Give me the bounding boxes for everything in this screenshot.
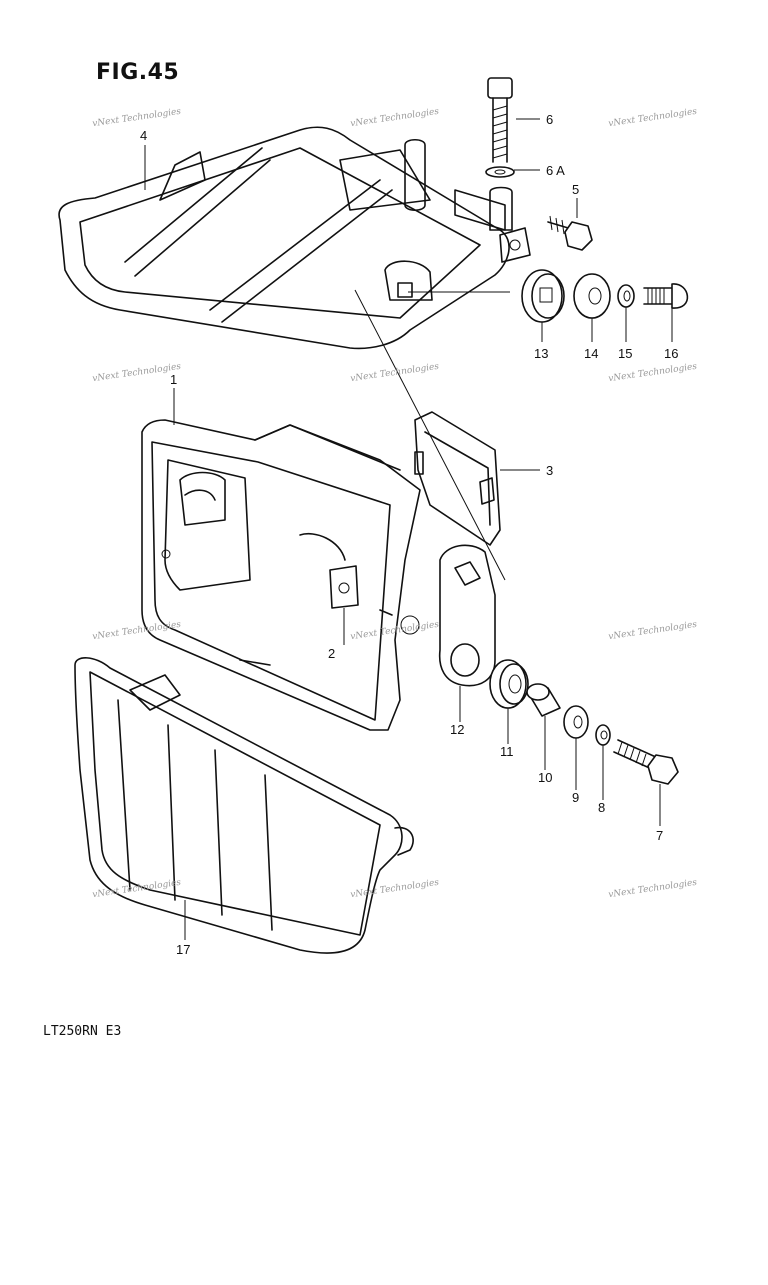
leader-lines (144, 118, 673, 940)
callout-7: 7 (656, 828, 663, 843)
callout-13: 13 (534, 346, 548, 361)
callout-15: 15 (618, 346, 632, 361)
callout-1: 1 (170, 372, 177, 387)
grommet-11 (489, 659, 529, 709)
callout-10: 10 (538, 770, 552, 785)
bolt-7 (613, 739, 679, 785)
callout-11: 11 (500, 744, 514, 759)
washer-14 (573, 273, 611, 319)
callout-6: 6 (546, 112, 553, 127)
bracket-plate-12 (438, 544, 496, 687)
figure-title: FIG.45 (96, 60, 180, 85)
callout-9: 9 (572, 790, 579, 805)
bolt-16 (643, 283, 689, 309)
lock-washer-15 (617, 284, 635, 308)
callout-16: 16 (664, 346, 678, 361)
headlight-housing (141, 419, 421, 731)
assembly-line (354, 289, 510, 581)
callout-3: 3 (546, 463, 553, 478)
callout-4: 4 (140, 128, 147, 143)
collar-10 (526, 683, 561, 717)
callout-2: 2 (328, 646, 335, 661)
washer-9 (563, 705, 589, 739)
model-code: LT250RN E3 (43, 1024, 122, 1039)
callout-8: 8 (598, 800, 605, 815)
bolt-6 (487, 77, 513, 163)
grommet-13 (521, 269, 565, 323)
washer-6a (485, 166, 515, 178)
callout-6a: 6 A (546, 163, 565, 178)
front-guard-upper (58, 126, 531, 350)
callout-17: 17 (176, 942, 190, 957)
bolt-5 (547, 215, 593, 251)
callout-14: 14 (584, 346, 598, 361)
callout-labels: 4 6 6 A 5 13 14 15 16 1 3 2 12 11 10 9 8… (140, 112, 678, 957)
lock-washer-8 (595, 724, 611, 746)
bracket-3 (414, 411, 501, 546)
callout-5: 5 (572, 182, 579, 197)
front-guard-lower (74, 657, 414, 954)
callout-12: 12 (450, 722, 464, 737)
